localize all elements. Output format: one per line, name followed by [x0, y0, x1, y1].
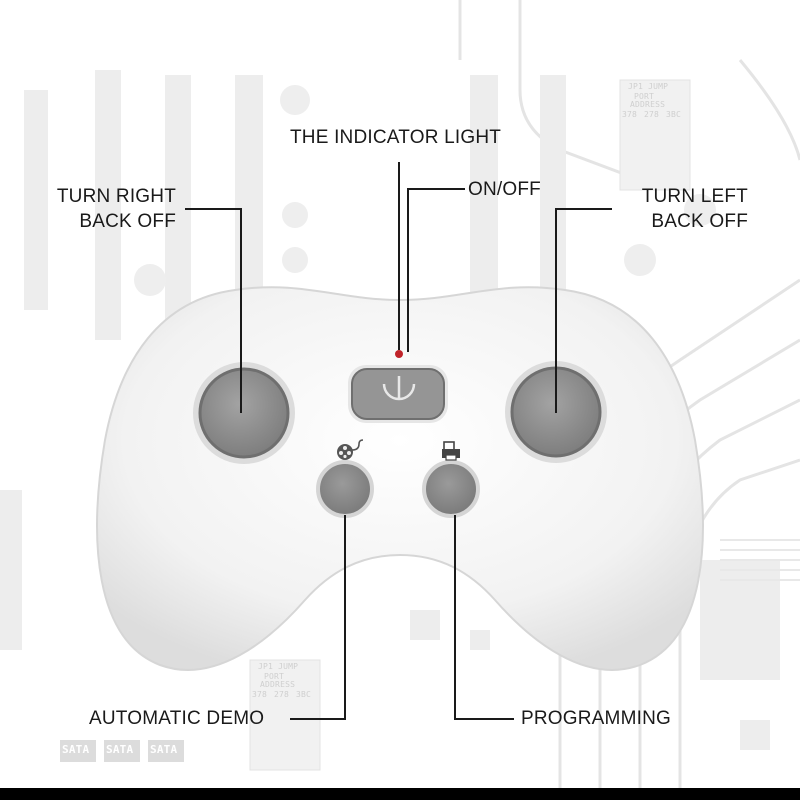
pcb-address-label-bottom: ADDRESS: [260, 680, 296, 689]
program-button: [422, 460, 480, 518]
on-off-label: ON/OFF: [468, 179, 541, 200]
film-reel-icon: [337, 439, 364, 460]
turn-right-label: TURN RIGHT BACK OFF: [20, 184, 176, 234]
pcb-port-label-top: PORT: [634, 92, 655, 101]
turn-left-callout-line: [555, 208, 612, 413]
on-off-callout-line: [407, 188, 465, 352]
printer-icon: [442, 441, 460, 461]
demo-callout-line: [290, 515, 346, 720]
pcb-addr-cell-bottom-2: 278: [274, 690, 290, 699]
pcb-port-label-bottom: PORT: [264, 672, 285, 681]
pcb-address-label-top: ADDRESS: [630, 100, 666, 109]
sata-label-2: SATA: [106, 743, 134, 756]
turn-right-callout-line: [185, 208, 242, 413]
sata-label-1: SATA: [62, 743, 90, 756]
indicator-light-label: THE INDICATOR LIGHT: [290, 127, 502, 148]
pcb-addr-cell-top-2: 278: [644, 110, 660, 119]
bottom-border: [0, 788, 800, 800]
left-joystick: [198, 367, 290, 459]
turn-left-label-line2: BACK OFF: [651, 211, 748, 232]
pcb-addr-cell-bottom-1: 378: [252, 690, 268, 699]
sata-label-3: SATA: [150, 743, 178, 756]
power-icon: [382, 383, 416, 401]
demo-button: [316, 460, 374, 518]
pcb-jump-label-top: JP1 JUMP: [628, 82, 669, 91]
programming-callout-line: [454, 515, 514, 720]
pcb-addr-cell-bottom-3: 3BC: [296, 690, 312, 699]
pcb-jump-label-bottom: JP1 JUMP: [258, 662, 299, 671]
turn-left-label-line1: TURN LEFT: [641, 186, 748, 207]
pcb-addr-cell-top-1: 378: [622, 110, 638, 119]
turn-right-label-line1: TURN RIGHT: [56, 186, 176, 207]
indicator-led: [395, 350, 403, 358]
turn-left-label: TURN LEFT BACK OFF: [600, 184, 748, 234]
controller-body: [96, 286, 704, 671]
programming-label: PROGRAMMING: [521, 708, 671, 729]
pcb-addr-cell-top-3: 3BC: [666, 110, 682, 119]
turn-right-label-line2: BACK OFF: [79, 211, 176, 232]
automatic-demo-label: AUTOMATIC DEMO: [89, 708, 265, 729]
